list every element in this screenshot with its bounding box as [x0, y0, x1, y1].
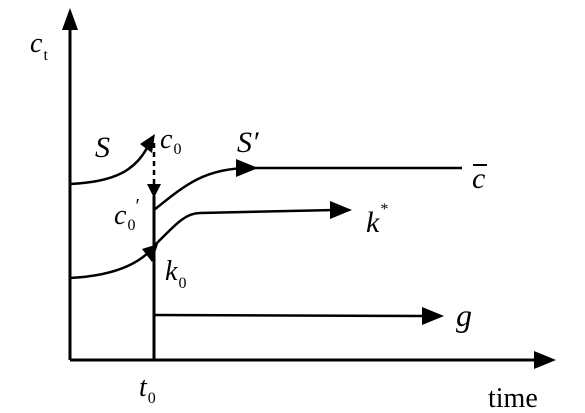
- k-pre-curve: [69, 250, 151, 280]
- y-axis-arrow: [62, 8, 78, 30]
- g-line: [153, 313, 427, 318]
- g-arrowhead: [422, 307, 444, 325]
- s-prime-arrowhead: [236, 159, 258, 177]
- k-star-curve: [153, 208, 336, 247]
- s-prime-curve: [153, 166, 462, 211]
- k-star-arrowhead: [330, 201, 352, 219]
- s-curve: [69, 147, 149, 186]
- x-axis-arrow: [534, 351, 556, 369]
- s-prime-label: S′: [237, 126, 259, 159]
- c-bar-label: c: [472, 162, 485, 195]
- k0-label: k0: [165, 256, 186, 292]
- c0-label: c0: [160, 124, 181, 158]
- jump-arrowhead: [147, 184, 161, 198]
- c0-prime-label: c0′: [114, 195, 140, 234]
- y-axis-label: ct: [30, 28, 48, 64]
- s-label: S: [95, 131, 110, 164]
- k-star-label: k*: [366, 201, 388, 239]
- x-axis-label: time: [488, 383, 538, 413]
- g-label: g: [456, 297, 472, 333]
- t0-label: t0: [139, 372, 156, 407]
- s-curve-arrowhead: [140, 134, 155, 153]
- k-pre-arrowhead: [142, 244, 158, 262]
